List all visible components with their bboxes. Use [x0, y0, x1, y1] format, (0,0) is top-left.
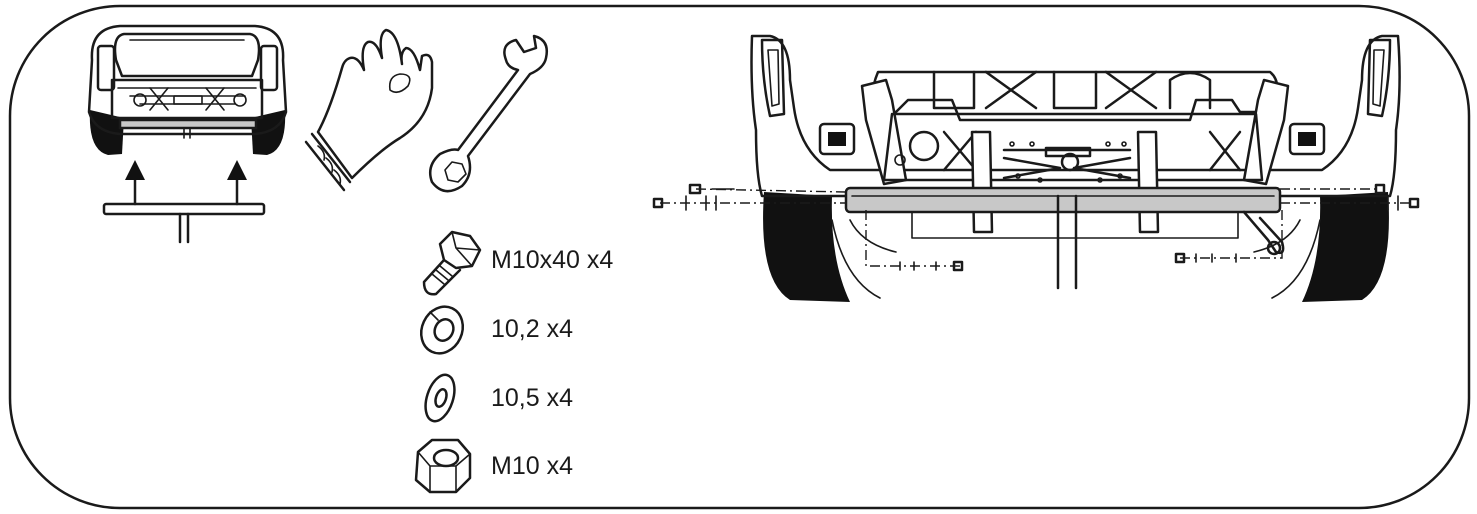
spring-washer-quantity-label: 10,2 x4 [491, 315, 574, 343]
wrench-icon [429, 34, 548, 193]
lift-arrows [102, 160, 266, 244]
bolt-quantity-label: M10x40 x4 [491, 246, 614, 274]
flat-washer-quantity-label: 10,5 x4 [491, 384, 574, 412]
car-rear-detail [652, 34, 1420, 302]
hex-nut-icon [414, 438, 472, 494]
car-rear-thumbnail [87, 24, 288, 155]
flat-washer-icon [424, 373, 456, 423]
panel-border [8, 4, 1471, 510]
spring-washer-icon [419, 305, 465, 355]
bolt-icon [422, 230, 482, 296]
glove-icon [304, 28, 434, 192]
nut-quantity-label: M10 x4 [491, 452, 573, 480]
